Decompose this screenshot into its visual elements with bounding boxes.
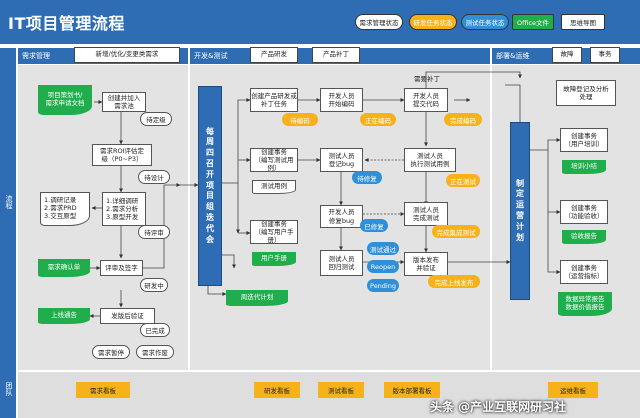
status-wait-code: 待编码 bbox=[282, 113, 318, 126]
status-completed: 已完成 bbox=[140, 323, 170, 337]
doc-weekly-plan: 周迭代计划 bbox=[226, 290, 288, 306]
board-ops: 运维看板 bbox=[548, 382, 598, 398]
doc-func: 验收报告 bbox=[562, 230, 606, 244]
arrow-fault-ops bbox=[505, 84, 522, 131]
lane-ops-tag-task: 事务 bbox=[590, 47, 620, 63]
status-pending-review: 待评审 bbox=[138, 225, 170, 239]
status-in-dev: 研发中 bbox=[140, 278, 168, 292]
board-test: 测试看板 bbox=[318, 382, 364, 398]
node-task-run: 创建事务 （运营指标） bbox=[560, 260, 608, 284]
side-label-flow: 流程 bbox=[5, 195, 13, 209]
node-review-sign: 评审及签字 bbox=[100, 260, 143, 276]
status-pending: Pending bbox=[367, 279, 399, 292]
node-analysis: 1.详细调研 2.需求分析 3.原型开发 bbox=[102, 192, 146, 226]
lane-dev-title: 开发&测试 bbox=[194, 52, 228, 60]
legend-dev-status: 研发任务状态 bbox=[409, 14, 457, 30]
status-reopen: Reopen bbox=[367, 260, 399, 273]
status-pending-grade: 待定级 bbox=[140, 112, 172, 126]
lane-req-title: 需求管理 bbox=[22, 52, 50, 60]
label-need-patch: 需要补丁 bbox=[414, 75, 440, 83]
lane-ops-title: 部署&运维 bbox=[496, 52, 530, 60]
status-pending-design: 待设计 bbox=[138, 170, 170, 184]
node-task-testcase: 创建事务 （编写测试用例） bbox=[250, 148, 298, 172]
ops-plan-label: 制定运营计划 bbox=[516, 178, 524, 242]
watermark: 头条 @产业互联网研习社 bbox=[430, 400, 567, 414]
doc-online-notice: 上线通告 bbox=[38, 308, 90, 324]
doc-user-manual: 用户手册 bbox=[252, 252, 296, 266]
board-req: 需求看板 bbox=[76, 382, 130, 398]
legend-office-file: Office文件 bbox=[512, 14, 554, 30]
legend-test-status: 测试任务状态 bbox=[461, 14, 509, 30]
node-create-task: 创建产品研发或 补丁任务 bbox=[250, 88, 298, 112]
lane-ops-tag-fault: 故障 bbox=[552, 47, 582, 63]
node-test-return: 测试人员 回归测试 bbox=[320, 250, 363, 276]
legend-req-status: 需求管理状态 bbox=[355, 14, 403, 30]
status-test-pass: 测试通过 bbox=[367, 242, 399, 255]
arrow-manual-doc bbox=[218, 254, 236, 269]
status-paused: 需求暂停 bbox=[92, 345, 130, 359]
doc-confirm: 需求确认单 bbox=[38, 259, 90, 277]
status-testing: 正在测试 bbox=[446, 174, 480, 187]
arrow-patch-back bbox=[425, 71, 522, 90]
node-ops-plan: 制定运营计划 bbox=[510, 122, 530, 300]
lane-dev-tag-product: 产品研发 bbox=[250, 47, 298, 63]
board-release: 版本部署看板 bbox=[384, 382, 440, 398]
doc-run: 数据异常报告 数据价值报告 bbox=[558, 292, 612, 316]
status-fixed: 已修复 bbox=[360, 219, 388, 232]
node-release: 版本发布 并验证 bbox=[404, 252, 448, 276]
node-post-verify: 发版后验证 bbox=[100, 308, 155, 324]
side-label-team: 团队 bbox=[5, 382, 13, 396]
status-voided: 需求作废 bbox=[136, 345, 174, 359]
arrow-weekly-create bbox=[222, 98, 251, 184]
node-weekly-meeting: 每周四召开项目组迭代会 bbox=[198, 86, 222, 286]
doc-testcase: 测试用例 bbox=[252, 180, 296, 194]
doc-train: 培训小结 bbox=[562, 160, 606, 174]
lane-req-tag: 新增/优化/变更类需求 bbox=[74, 47, 180, 63]
arrow-ops-train bbox=[530, 138, 561, 151]
status-coding: 正在编码 bbox=[360, 113, 396, 126]
node-task-func: 创建事务 （功能验收） bbox=[560, 200, 608, 224]
arrow-weekly-plan bbox=[207, 285, 227, 296]
board-dev: 研发看板 bbox=[254, 382, 300, 398]
page-title: IT项目管理流程 bbox=[8, 14, 125, 33]
node-create-pool: 创建并加入 需求池 bbox=[102, 92, 146, 112]
node-test-exec: 测试人员 执行测试用例 bbox=[404, 148, 456, 172]
status-code-done: 完成编码 bbox=[444, 113, 482, 126]
node-task-train: 创建事务 （用户培训） bbox=[560, 128, 608, 152]
status-online: 完成上线发布 bbox=[428, 275, 480, 288]
doc-project-plan: 项目策划书/ 需求申请文档 bbox=[38, 85, 92, 115]
status-wait-fix: 待修复 bbox=[352, 171, 382, 184]
doc-research: 1.调研记录 2.需求PRD 3.交互原型 bbox=[40, 192, 90, 226]
node-dev-fix: 开发人员 修复bug bbox=[320, 205, 363, 228]
lane-dev-tag-patch: 产品补丁 bbox=[312, 47, 360, 63]
legend-mindmap: 思维导图 bbox=[561, 14, 605, 30]
side-column bbox=[0, 48, 16, 418]
node-dev-commit: 开发人员 提交代码 bbox=[404, 88, 448, 112]
status-int-test: 完成集成测试 bbox=[432, 225, 480, 238]
node-fault-reg: 故障登记及分析 处理 bbox=[556, 80, 616, 106]
node-dev-start: 开发人员 开始编码 bbox=[320, 88, 363, 112]
node-roi-eval: 需求ROI评估定 级（P0~P3） bbox=[92, 144, 152, 166]
node-test-register: 测试人员 登记bug bbox=[320, 148, 363, 172]
node-test-done: 测试人员 完成测试 bbox=[404, 202, 448, 226]
weekly-meeting-label: 每周四召开项目组迭代会 bbox=[206, 126, 214, 244]
node-task-manual: 创建事务 （编写用户手册） bbox=[250, 220, 298, 244]
